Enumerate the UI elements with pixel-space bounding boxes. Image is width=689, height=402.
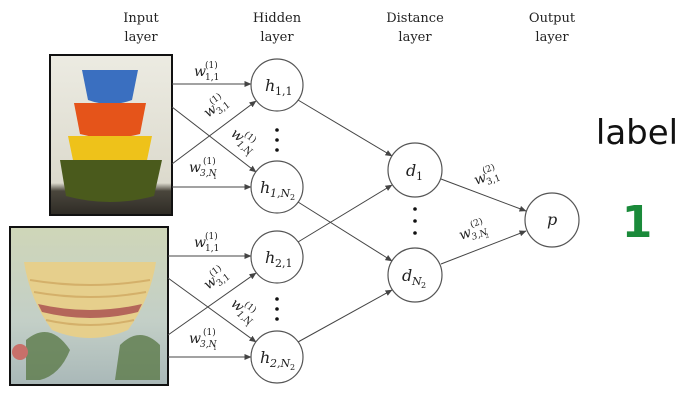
- weight-sup: (1): [203, 327, 216, 338]
- cream-bowl: [24, 262, 156, 338]
- edge: [171, 106, 257, 173]
- weight-base: w: [457, 225, 474, 244]
- ellipsis-distance: [413, 207, 417, 235]
- node-h1N2: h 1,N 2: [250, 160, 304, 214]
- node-subsub: 2: [290, 363, 295, 372]
- input-image-top: [49, 54, 173, 216]
- node-sub: 1: [416, 170, 423, 183]
- weight-label-top-w31: w (1) 3,1: [201, 91, 233, 121]
- weight-base: w: [189, 331, 201, 347]
- ellipsis-hidden-bottom: [275, 297, 279, 321]
- weight-sub: 3,1: [485, 174, 502, 188]
- edge: [167, 277, 257, 343]
- orange-bowl: [74, 103, 146, 138]
- weight-label-out-w3N: w (2) 3,N 2: [457, 216, 490, 244]
- node-base: p: [547, 210, 557, 229]
- node-d1: d 1: [387, 142, 443, 198]
- node-subsub: 2: [421, 281, 426, 290]
- layer-title-input: Input layer: [123, 11, 159, 45]
- edge: [440, 178, 527, 212]
- node-sub: 1,1: [275, 85, 293, 98]
- weight-subsub: 2: [484, 232, 490, 240]
- weight-label-top-w3N: w (1) 3,N 1: [189, 156, 218, 181]
- weight-sub: 3,N: [200, 340, 218, 350]
- weight-subsub: 1: [243, 151, 250, 159]
- node-base: h: [260, 178, 270, 197]
- node-p: p: [524, 192, 580, 248]
- weight-subsub: 1: [243, 321, 250, 329]
- node-sub: 2,N: [269, 357, 290, 370]
- weight-sup: (1): [205, 60, 218, 71]
- edges-bottom-input: [167, 253, 257, 360]
- green-bowl: [60, 160, 162, 202]
- layer-title-distance: Distance layer: [386, 11, 444, 45]
- label-title: label: [596, 113, 678, 153]
- weight-label-bottom-w11: w (1) 1,1: [194, 231, 219, 254]
- node-sub: 2,1: [275, 257, 293, 270]
- weight-sup: (1): [203, 156, 216, 167]
- flower: [12, 344, 28, 360]
- weight-sup: (1): [205, 231, 218, 242]
- weight-sub: 1,1: [205, 73, 219, 83]
- node-sub: N: [411, 275, 422, 288]
- weight-label-bottom-w3N: w (1) 3,N 1: [189, 327, 218, 352]
- edge: [171, 100, 257, 165]
- layer-title-line2: layer: [535, 30, 569, 45]
- layer-title-output: Output layer: [529, 11, 576, 45]
- layer-title-line2: layer: [398, 30, 432, 45]
- foliage-right: [115, 335, 160, 380]
- weight-label-top-w11: w (1) 1,1: [194, 60, 219, 83]
- layer-title-line2: layer: [124, 30, 158, 45]
- weight-sup: (2): [481, 162, 497, 177]
- red-stripe: [38, 304, 142, 318]
- foliage-left: [26, 332, 70, 380]
- node-base: d: [402, 266, 412, 285]
- edge: [167, 272, 257, 336]
- layer-title-line1: Output: [529, 11, 576, 26]
- layer-title-line1: Input: [123, 11, 159, 26]
- edge: [297, 201, 393, 262]
- weight-sup: (2): [469, 216, 485, 231]
- weight-base: w: [472, 170, 489, 189]
- weight-label-bottom-w1N: w (1) 1,N 1: [228, 296, 259, 330]
- node-dN2: d N 2: [387, 247, 443, 303]
- node-base: h: [260, 348, 270, 367]
- node-h11: h 1,1: [250, 58, 304, 112]
- edges-top-input: [171, 81, 257, 190]
- edges-distance-output: [440, 178, 527, 265]
- edge: [297, 99, 393, 157]
- node-base: h: [265, 248, 275, 267]
- node-base: h: [265, 76, 275, 95]
- node-h2N2: h 2,N 2: [250, 330, 304, 384]
- weight-sub: 3,N: [200, 169, 218, 179]
- node-sub: 1,N: [270, 187, 290, 200]
- layer-title-hidden: Hidden layer: [253, 11, 302, 45]
- layer-title-line1: Hidden: [253, 11, 302, 26]
- edge: [297, 184, 393, 243]
- ellipsis-hidden-top: [275, 128, 279, 152]
- blue-bowl: [82, 70, 138, 104]
- node-subsub: 2: [290, 193, 295, 202]
- weight-label-top-w1N: w (1) 1,N 1: [228, 126, 259, 160]
- node-h21: h 2,1: [250, 230, 304, 284]
- layer-title-line1: Distance: [386, 11, 444, 26]
- input-image-bottom: [9, 226, 169, 386]
- edge: [440, 230, 527, 265]
- weight-base: w: [194, 235, 206, 251]
- weight-base: w: [194, 64, 206, 80]
- weight-subsub: 1: [213, 174, 217, 181]
- weight-label-bottom-w31: w (1) 3,1: [201, 263, 233, 293]
- edges-hidden-distance: [297, 99, 393, 343]
- weight-subsub: 1: [213, 345, 217, 352]
- label-value: 1: [622, 197, 653, 248]
- node-base: d: [406, 161, 416, 180]
- layer-title-line2: layer: [260, 30, 294, 45]
- weight-base: w: [189, 160, 201, 176]
- weight-sub: 1,1: [205, 244, 219, 254]
- edge: [297, 289, 393, 343]
- weight-label-out-w31: w (2) 3,1: [472, 162, 502, 189]
